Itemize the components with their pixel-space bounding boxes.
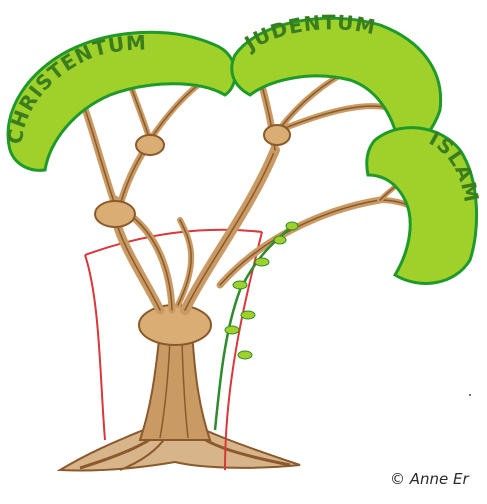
crown-christentum: CHRISTENTUM [3, 30, 236, 170]
knot-left [95, 201, 135, 227]
trunk [139, 305, 211, 440]
knot-right [264, 125, 290, 145]
crown-islam: ISLAM [367, 126, 484, 283]
copyright-credit: © Anne Er [390, 470, 487, 488]
speck [469, 394, 471, 396]
knot-center [136, 135, 164, 155]
